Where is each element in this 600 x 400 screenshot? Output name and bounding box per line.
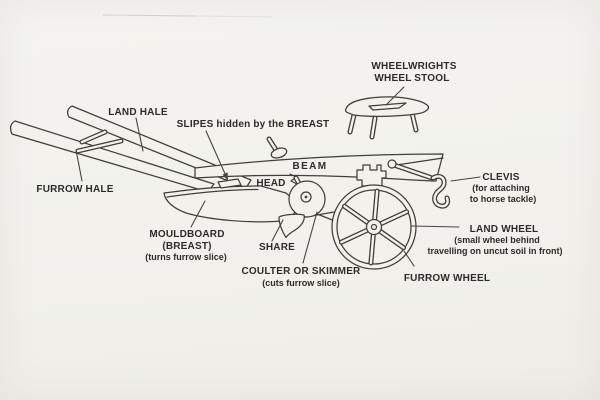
label-slipes: SLIPES hidden by the BREAST — [177, 119, 330, 130]
label-furrow-wheel: FURROW WHEEL — [404, 273, 490, 284]
leader-clevis — [450, 176, 481, 182]
leader-land-hale — [135, 117, 144, 152]
label-beam: BEAM — [292, 161, 327, 172]
leader-mouldboard — [190, 200, 206, 228]
leader-share — [271, 219, 284, 242]
svg-text:COULTER OR SKIMMER: COULTER OR SKIMMER — [242, 266, 362, 277]
slipe-shape — [217, 178, 242, 189]
coulter-shape — [288, 173, 326, 218]
share-shape — [278, 213, 305, 239]
clevis-shape — [387, 157, 451, 209]
svg-text:(for attaching: (for attaching — [472, 183, 530, 193]
label-mouldboard: MOULDBOARD (BREAST) (turns furrow slice) — [145, 229, 227, 262]
beam-peg — [266, 136, 288, 159]
svg-text:WHEEL STOOL: WHEEL STOOL — [374, 73, 449, 84]
label-wheel-stool: WHEELWRIGHTS WHEEL STOOL — [371, 61, 456, 84]
wheel-stool-shape — [344, 96, 430, 140]
label-head: HEAD — [256, 178, 285, 189]
label-land-hale: LAND HALE — [108, 107, 168, 118]
svg-text:LAND WHEEL: LAND WHEEL — [470, 224, 539, 235]
svg-text:MOULDBOARD: MOULDBOARD — [149, 229, 224, 240]
scan-artifact-line — [102, 14, 273, 18]
svg-text:(turns furrow slice): (turns furrow slice) — [145, 252, 227, 262]
label-clevis: CLEVIS (for attaching to horse tackle) — [470, 172, 537, 204]
diagram-labels: LAND HALE FURROW HALE SLIPES hidden by t… — [36, 61, 562, 288]
svg-text:travelling on uncut soil in fr: travelling on uncut soil in front) — [428, 246, 563, 256]
leader-furrow-wheel — [403, 250, 415, 267]
label-coulter: COULTER OR SKIMMER (cuts furrow slice) — [242, 266, 362, 288]
furrow-hale-shape — [9, 120, 215, 193]
furrow-wheel-shape — [331, 184, 417, 270]
leader-lines — [75, 86, 481, 267]
leader-land-wheel — [411, 225, 460, 228]
svg-text:CLEVIS: CLEVIS — [482, 172, 519, 183]
furrow-wheel-spokes — [338, 188, 410, 266]
leader-slipes — [205, 130, 228, 181]
svg-text:WHEELWRIGHTS: WHEELWRIGHTS — [371, 61, 456, 72]
svg-text:(BREAST): (BREAST) — [162, 241, 211, 252]
leader-coulter — [302, 211, 318, 264]
hale-rungs — [75, 129, 124, 154]
svg-text:to horse tackle): to horse tackle) — [470, 194, 537, 204]
leader-furrow-hale — [75, 149, 83, 182]
svg-text:(cuts furrow slice): (cuts furrow slice) — [262, 278, 340, 288]
label-land-wheel: LAND WHEEL (small wheel behind travellin… — [428, 224, 563, 256]
stool-legs — [347, 110, 419, 140]
leader-stool — [385, 86, 405, 106]
label-furrow-hale: FURROW HALE — [36, 184, 113, 195]
mouldboard-shape — [163, 185, 296, 223]
slipes-arrowhead — [222, 172, 228, 181]
svg-text:(small wheel behind: (small wheel behind — [454, 235, 540, 245]
label-share: SHARE — [259, 242, 295, 253]
